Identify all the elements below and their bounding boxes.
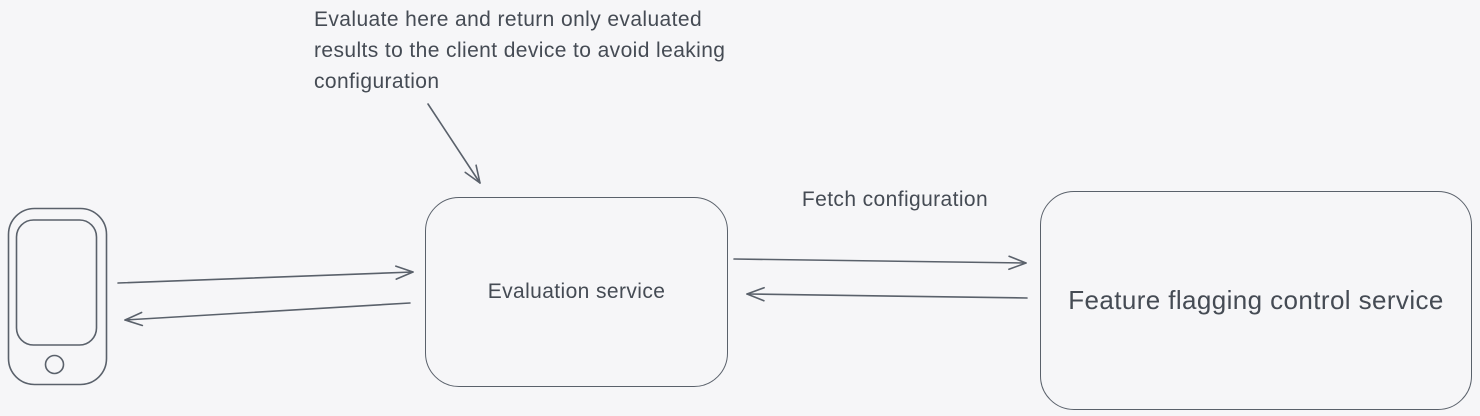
arrow-feature-to-evaluation[interactable] (746, 286, 1028, 302)
arrow-evaluation-to-feature[interactable] (733, 255, 1027, 271)
arrow-client-to-evaluation[interactable] (117, 265, 414, 284)
annotation-text: Evaluate here and return only evaluated … (314, 8, 726, 93)
feature-flagging-control-service-label: Feature flagging control service (1068, 285, 1444, 315)
evaluation-service-label: Evaluation service (487, 280, 666, 303)
arrow-evaluation-to-client[interactable] (124, 302, 411, 327)
node-evaluation-service[interactable]: Evaluation service (425, 197, 728, 387)
node-feature-flagging-control-service[interactable]: Feature flagging control service (1040, 191, 1472, 410)
arrow-annotation-to-evaluation[interactable] (427, 103, 481, 184)
fetch-configuration-label: Fetch configuration (801, 188, 989, 211)
client-device-phone-icon[interactable] (7, 207, 108, 386)
